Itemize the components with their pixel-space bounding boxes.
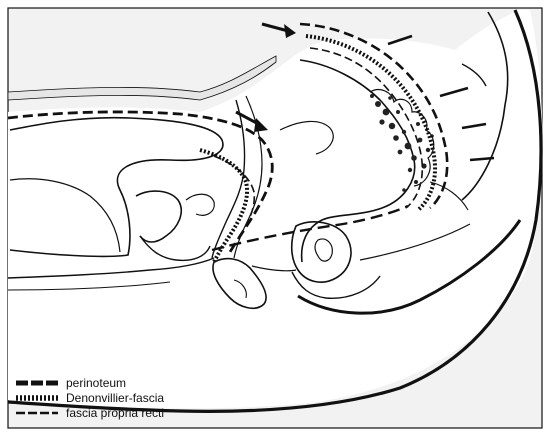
legend-label: perinoteum [66,376,126,390]
legend-label: Denonvillier-fascia [66,391,164,405]
legend-label: fascia propria recti [66,406,164,420]
